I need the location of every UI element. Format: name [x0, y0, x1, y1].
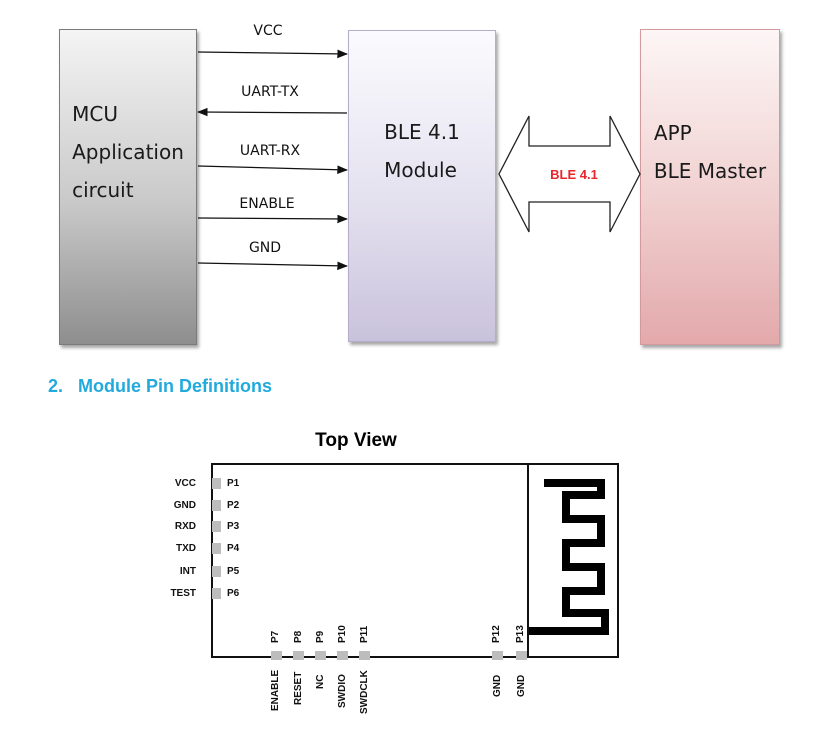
pin-number: P11: [359, 625, 370, 643]
signal-label-uart-tx: UART-TX: [241, 84, 299, 100]
signal-label-enable: ENABLE: [239, 196, 295, 212]
ble-link-label: BLE 4.1: [550, 167, 598, 182]
pin-pad: [516, 651, 527, 660]
module-outline: [211, 463, 619, 658]
pin-name: RXD: [174, 521, 196, 532]
pin-pad: [315, 651, 326, 660]
pin-number: P5: [227, 566, 240, 577]
mcu-block-line: MCU: [72, 102, 118, 126]
pin-name: VCC: [174, 478, 196, 489]
pin-name: GND: [516, 674, 527, 697]
pin-number: P9: [315, 630, 326, 643]
mcu-block-line: Application: [72, 140, 184, 164]
pin-number: P6: [227, 588, 240, 599]
pin-name: TXD: [176, 543, 196, 554]
vcc-arrow: [197, 49, 349, 59]
pin-pad: [492, 651, 503, 660]
pin-pad: [293, 651, 304, 660]
section-number: 2.: [48, 376, 64, 396]
pin-name: GND: [492, 674, 503, 697]
pin-name: SWDCLK: [359, 670, 370, 714]
pin-pad: [337, 651, 348, 660]
pin-number: P3: [227, 521, 240, 532]
pin-name: TEST: [170, 588, 196, 599]
app-ble-master-block: APP BLE Master: [640, 29, 780, 345]
pin-number: P10: [337, 625, 348, 643]
enable-arrow: [197, 214, 349, 224]
pin-pad: [359, 651, 370, 660]
mcu-application-block: MCU Application circuit: [59, 29, 197, 345]
pin-name: RESET: [293, 671, 304, 705]
section-title: Module Pin Definitions: [78, 376, 273, 396]
pin-number: P13: [515, 625, 526, 643]
pin-number: P1: [227, 478, 240, 489]
pin-number: P8: [293, 630, 304, 643]
ble-block-line: Module: [384, 158, 457, 182]
pin-number: P4: [227, 543, 240, 554]
section-heading: 2. Module Pin Definitions: [48, 376, 272, 397]
pin-pad: [212, 478, 221, 489]
pin-name: NC: [315, 674, 326, 689]
pin-number: P12: [491, 625, 502, 643]
app-block-line: BLE Master: [653, 159, 767, 183]
signal-label-vcc: VCC: [253, 23, 283, 39]
pin-pad: [212, 521, 221, 532]
ble-link-double-arrow: [498, 115, 641, 233]
signal-arrows: [196, 49, 641, 271]
signal-label-gnd: GND: [248, 240, 282, 256]
pin-number: P2: [227, 500, 240, 511]
pin-name: INT: [179, 566, 196, 577]
gnd-arrow: [197, 261, 349, 271]
uart-rx-arrow: [197, 165, 349, 175]
signal-label-uart-rx: UART-RX: [239, 143, 301, 159]
ble-module-block: BLE 4.1 Module: [348, 30, 496, 342]
pcb-antenna-trace: [527, 463, 609, 658]
pin-pad: [271, 651, 282, 660]
pin-name: GND: [173, 500, 196, 511]
uart-tx-arrow: [196, 107, 348, 117]
pin-name: ENABLE: [270, 669, 281, 711]
ble-block-line: BLE 4.1: [384, 120, 460, 144]
mcu-block-line: circuit: [72, 178, 134, 202]
pin-number: P7: [270, 630, 281, 643]
pin-name: SWDIO: [337, 674, 348, 708]
app-block-line: APP: [653, 121, 692, 145]
pinout-title: Top View: [315, 430, 397, 451]
pin-pad: [212, 500, 221, 511]
pin-pad: [212, 543, 221, 554]
pin-pad: [212, 566, 221, 577]
pin-pad: [212, 588, 221, 599]
